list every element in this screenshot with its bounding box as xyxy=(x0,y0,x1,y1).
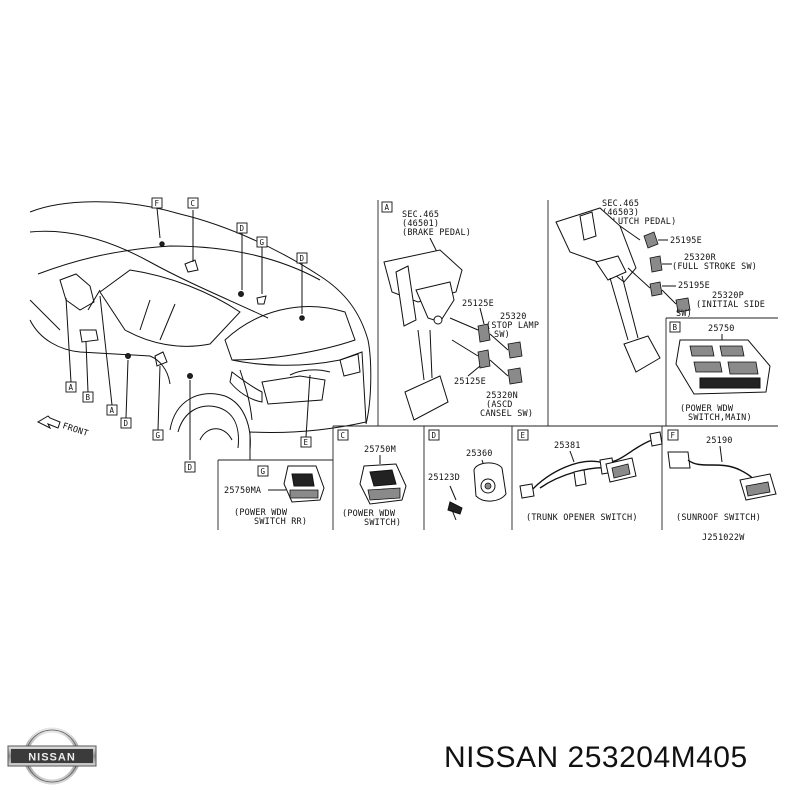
svg-text:(POWER WDW: (POWER WDW xyxy=(234,508,288,518)
panel-e-trunk-opener: E 25381 (TRUNK OPENER SWITCH) xyxy=(517,429,663,523)
svg-text:(STOP LAMP: (STOP LAMP xyxy=(486,321,539,331)
svg-text:25320P: 25320P xyxy=(712,291,744,301)
svg-text:G: G xyxy=(260,238,265,247)
svg-text:A: A xyxy=(385,203,390,212)
svg-text:D: D xyxy=(432,431,437,440)
svg-text:G: G xyxy=(261,467,266,476)
part-number-caption: NISSAN 253204M405 xyxy=(444,741,748,774)
svg-text:25750MA: 25750MA xyxy=(224,486,261,496)
svg-text:SW): SW) xyxy=(494,330,510,340)
panel-f-sunroof: F 25190 (SUNROOF SWITCH) xyxy=(667,429,777,523)
svg-text:(46503): (46503) xyxy=(602,208,639,218)
svg-text:25125E: 25125E xyxy=(462,299,494,309)
svg-text:25360: 25360 xyxy=(466,449,493,459)
svg-text:(TRUNK OPENER SWITCH): (TRUNK OPENER SWITCH) xyxy=(526,513,638,523)
svg-text:FRONT: FRONT xyxy=(61,421,89,439)
car-overview: F C D G D A B A D G D E FRONT xyxy=(29,197,372,473)
svg-text:SWITCH,MAIN): SWITCH,MAIN) xyxy=(688,413,752,423)
svg-text:25320R: 25320R xyxy=(684,253,717,263)
svg-text:25750: 25750 xyxy=(708,324,735,334)
svg-text:SWITCH RR): SWITCH RR) xyxy=(254,517,307,527)
svg-text:D: D xyxy=(240,224,245,233)
panel-d-switches: D 25360 25123D xyxy=(428,429,507,521)
svg-text:C: C xyxy=(191,199,196,208)
callout-f-top: F xyxy=(151,197,163,209)
svg-text:C: C xyxy=(341,431,346,440)
svg-text:G: G xyxy=(156,431,161,440)
logo-text: NISSAN xyxy=(28,752,76,764)
svg-text:A: A xyxy=(110,406,115,415)
svg-text:25750M: 25750M xyxy=(364,445,396,455)
svg-text:SEC.465: SEC.465 xyxy=(402,210,439,220)
svg-text:B: B xyxy=(86,393,91,402)
svg-text:SEC.465: SEC.465 xyxy=(602,199,639,209)
svg-text:25195E: 25195E xyxy=(678,281,710,291)
callout-a-left: A xyxy=(65,381,77,393)
svg-text:F: F xyxy=(671,431,676,440)
svg-text:25125E: 25125E xyxy=(454,377,486,387)
svg-text:25320N: 25320N xyxy=(486,391,518,401)
panel-c-power-window: C 25750M (POWER WDW SWITCH) xyxy=(337,429,407,528)
svg-text:(ASCD: (ASCD xyxy=(486,400,513,410)
svg-text:B: B xyxy=(673,323,678,332)
front-arrow: FRONT xyxy=(36,415,89,439)
svg-text:SWITCH): SWITCH) xyxy=(364,518,401,528)
svg-text:25195E: 25195E xyxy=(670,236,702,246)
callout-d-mid: D xyxy=(120,417,132,429)
svg-text:A: A xyxy=(69,383,74,392)
panel-brake-pedal: A SEC.465 (46501) (BRAKE PEDAL) 25125E 2… xyxy=(377,200,539,426)
svg-text:D: D xyxy=(124,419,129,428)
panel-b-power-window-main: B 25750 (POWER WDW SWITCH,MAIN) xyxy=(665,317,778,426)
callout-b-left: B xyxy=(82,391,94,403)
callout-g-low: G xyxy=(152,429,164,441)
callout-d-top2: D xyxy=(296,252,308,264)
svg-text:25190: 25190 xyxy=(706,436,733,446)
svg-text:E: E xyxy=(521,431,526,440)
svg-text:F: F xyxy=(155,199,160,208)
callout-g-top: G xyxy=(256,236,268,248)
svg-text:25381: 25381 xyxy=(554,441,581,451)
svg-text:(POWER WDW: (POWER WDW xyxy=(680,404,734,414)
svg-text:D: D xyxy=(300,254,305,263)
callout-e-low: E xyxy=(300,436,312,448)
nissan-logo: NISSAN xyxy=(7,727,97,785)
svg-text:SW): SW) xyxy=(676,309,692,319)
svg-text:(BRAKE PEDAL): (BRAKE PEDAL) xyxy=(402,228,471,238)
callout-a-mid: A xyxy=(106,404,118,416)
svg-text:25320: 25320 xyxy=(500,312,527,322)
panel-clutch-pedal: SEC.465 (46503) (CLUTCH PEDAL) 25195E 25… xyxy=(547,199,765,426)
drawing-code: J251022W xyxy=(702,533,745,543)
panel-g-power-window-rr: G 25750MA (POWER WDW SWITCH RR) xyxy=(224,465,325,527)
svg-text:(46501): (46501) xyxy=(402,219,439,229)
callout-c-top: C xyxy=(187,197,199,209)
callout-d-top1: D xyxy=(236,222,248,234)
svg-text:(FULL STROKE SW): (FULL STROKE SW) xyxy=(672,262,757,272)
svg-text:25123D: 25123D xyxy=(428,473,460,483)
callout-d-low: D xyxy=(184,461,196,473)
svg-text:(POWER WDW: (POWER WDW xyxy=(342,509,396,519)
svg-text:CANSEL SW): CANSEL SW) xyxy=(480,409,533,419)
svg-text:D: D xyxy=(188,463,193,472)
svg-text:(SUNROOF SWITCH): (SUNROOF SWITCH) xyxy=(676,513,761,523)
svg-text:(CLUTCH PEDAL): (CLUTCH PEDAL) xyxy=(602,217,676,227)
svg-text:E: E xyxy=(304,438,309,447)
svg-text:(INITIAL SIDE: (INITIAL SIDE xyxy=(696,300,765,310)
